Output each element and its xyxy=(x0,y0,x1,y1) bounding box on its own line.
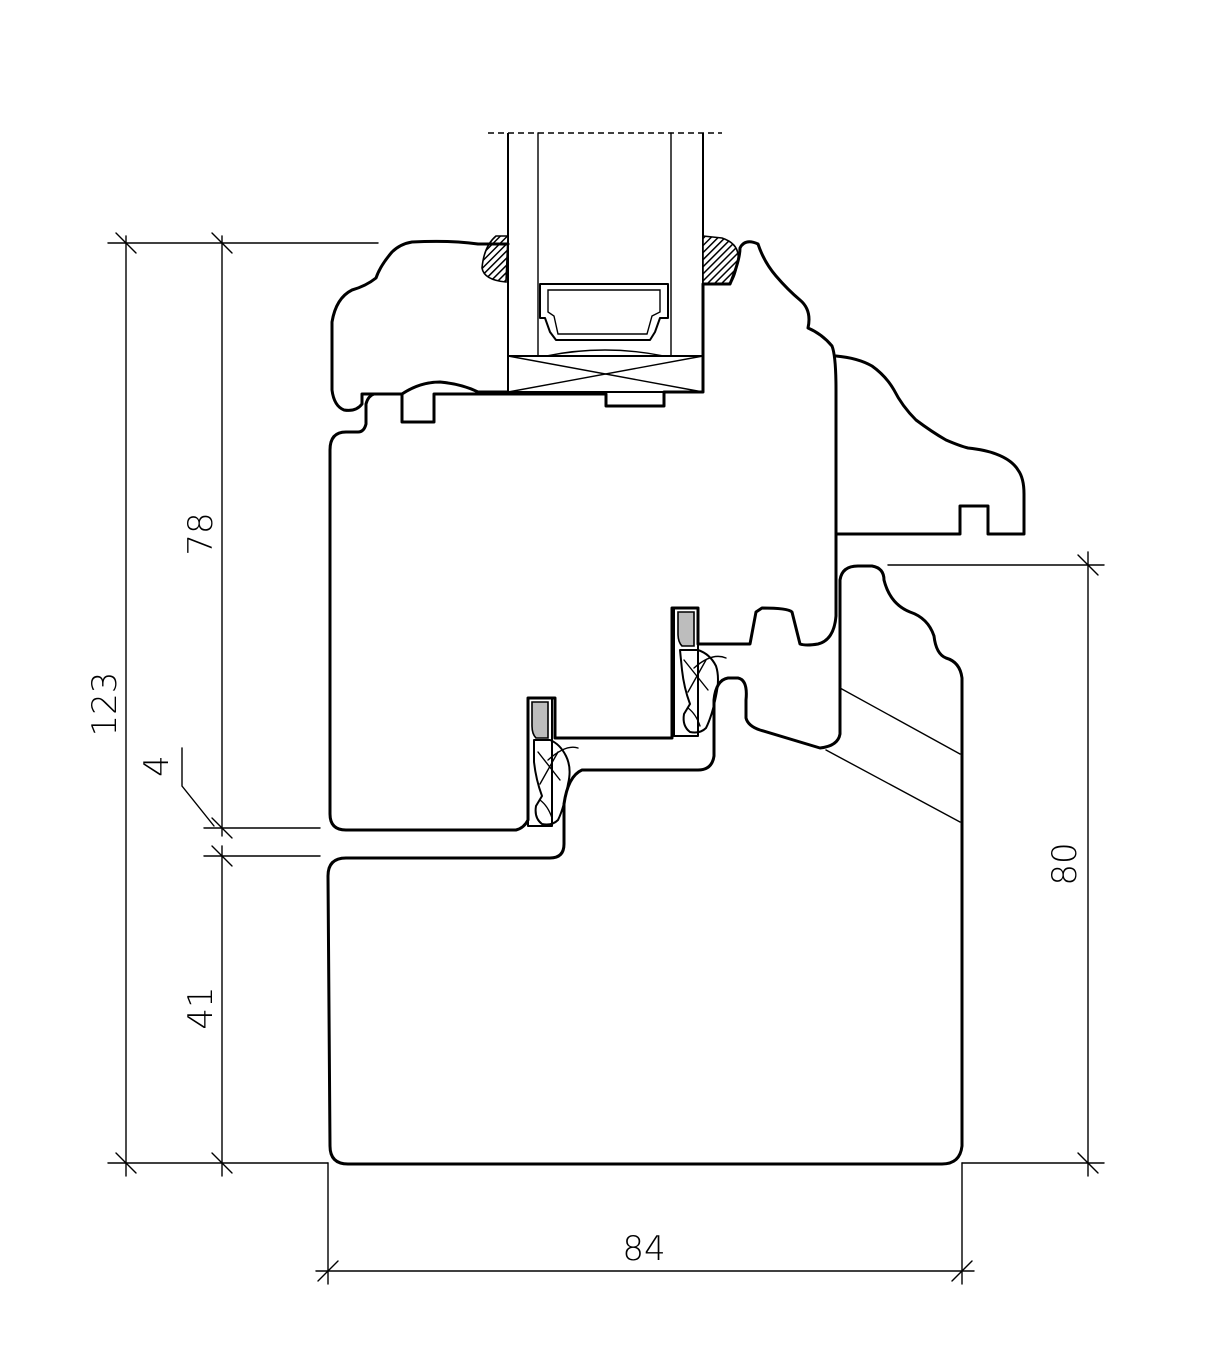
weather-drip-profile xyxy=(834,354,1026,536)
dimension-label-123: 123 xyxy=(85,672,125,737)
dimension-label-84: 84 xyxy=(622,1229,665,1269)
dimension-label-4: 4 xyxy=(137,755,177,777)
gasket-upper xyxy=(673,607,727,737)
dimension-frame-height: 41 xyxy=(181,845,233,1177)
dimension-overall-height: 123 xyxy=(85,232,379,1177)
glazing-bead xyxy=(330,239,510,412)
glass-pane xyxy=(488,132,722,393)
dimension-frame-right-height: 80 xyxy=(887,551,1105,1177)
glazing-seal-left xyxy=(481,235,509,283)
dimension-label-41: 41 xyxy=(181,986,221,1029)
dimension-label-80: 80 xyxy=(1045,842,1085,885)
dimension-gap: 4 xyxy=(137,747,321,867)
dimension-sash-height: 78 xyxy=(181,232,321,839)
glass-spacer xyxy=(539,283,669,341)
frame-slope-line-1 xyxy=(839,687,961,755)
gasket-lower xyxy=(527,697,579,827)
sash-profile xyxy=(328,240,838,832)
frame-slope-line-2 xyxy=(825,749,961,823)
dimension-label-78: 78 xyxy=(181,512,221,555)
frame-profile xyxy=(326,564,964,1166)
dimension-width: 84 xyxy=(315,1162,975,1285)
